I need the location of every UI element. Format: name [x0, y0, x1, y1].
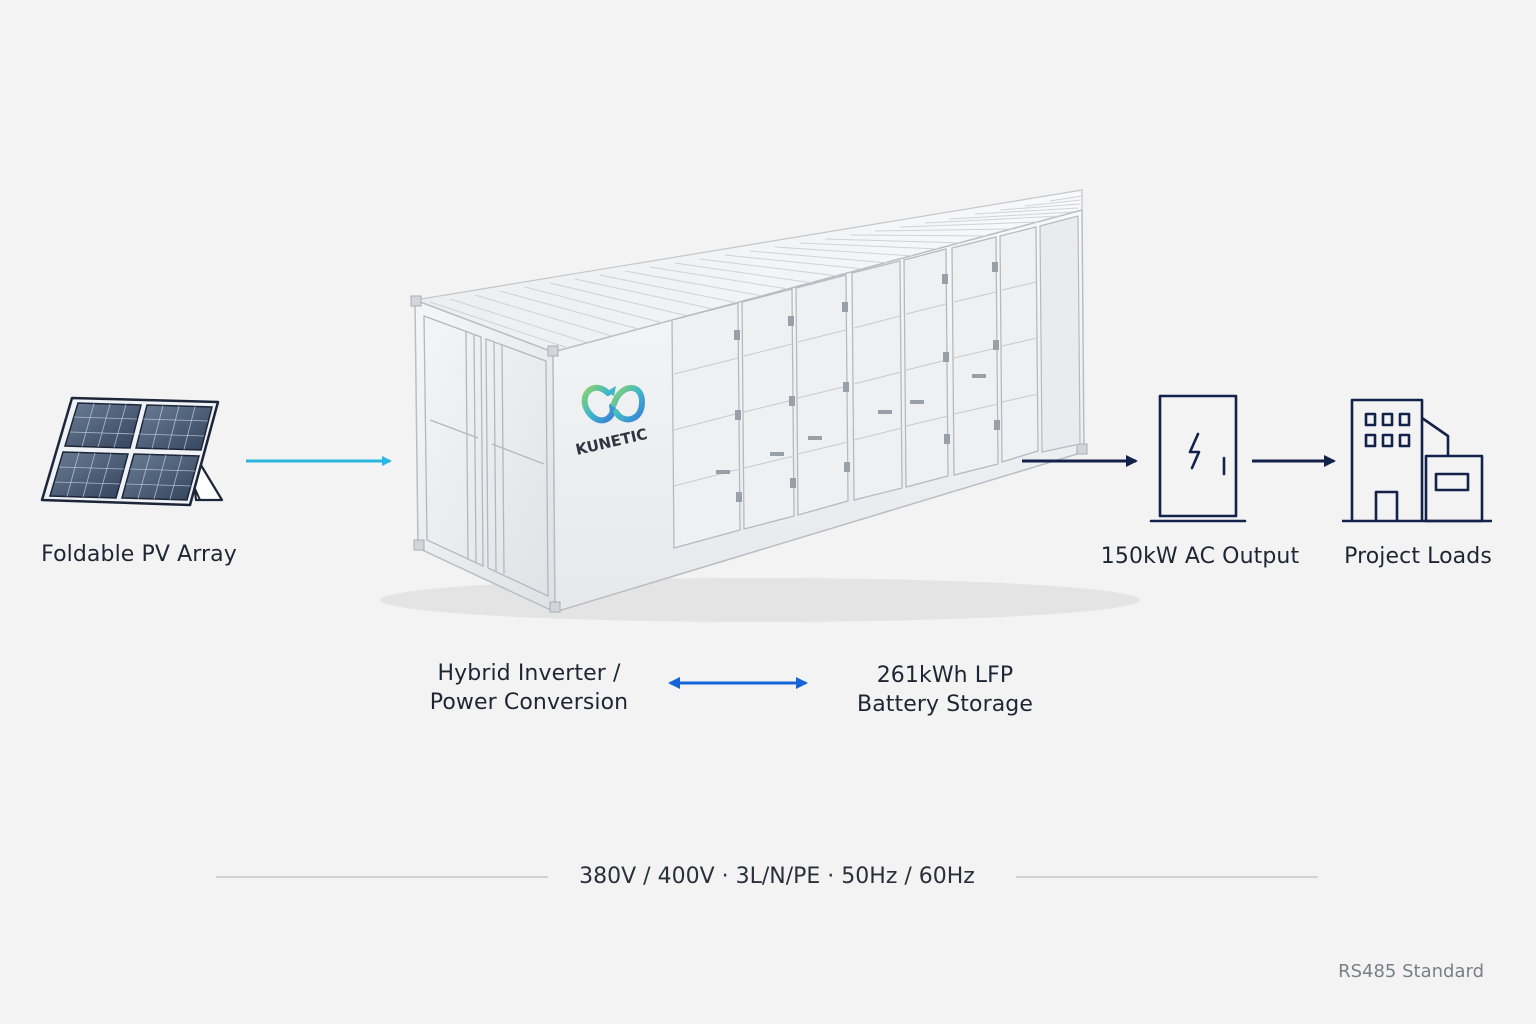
inverter-label: Hybrid Inverter / Power Conversion	[410, 659, 648, 717]
project-loads-label: Project Loads	[1344, 544, 1492, 569]
building-icon	[1342, 398, 1492, 523]
battery-label: 261kWh LFP Battery Storage	[836, 661, 1054, 719]
infinity-loop-logo	[581, 384, 646, 424]
battery-container: KUNETIC	[380, 189, 1140, 622]
electrical-spec-line: 380V / 400V · 3L/N/PE · 50Hz / 60Hz	[579, 864, 975, 889]
battery-label-line2: Battery Storage	[857, 692, 1033, 717]
battery-label-line1: 261kWh LFP	[876, 663, 1014, 688]
communication-standard-note: RS485 Standard	[1338, 961, 1484, 982]
ac-output-label: 150kW AC Output	[1100, 544, 1300, 569]
electrical-cabinet-icon	[1149, 394, 1247, 523]
inverter-label-line2: Power Conversion	[429, 690, 629, 715]
inverter-label-line1: Hybrid Inverter /	[437, 661, 621, 686]
pv-array-label: Foldable PV Array	[41, 542, 237, 567]
solar-panel-icon	[40, 396, 224, 507]
